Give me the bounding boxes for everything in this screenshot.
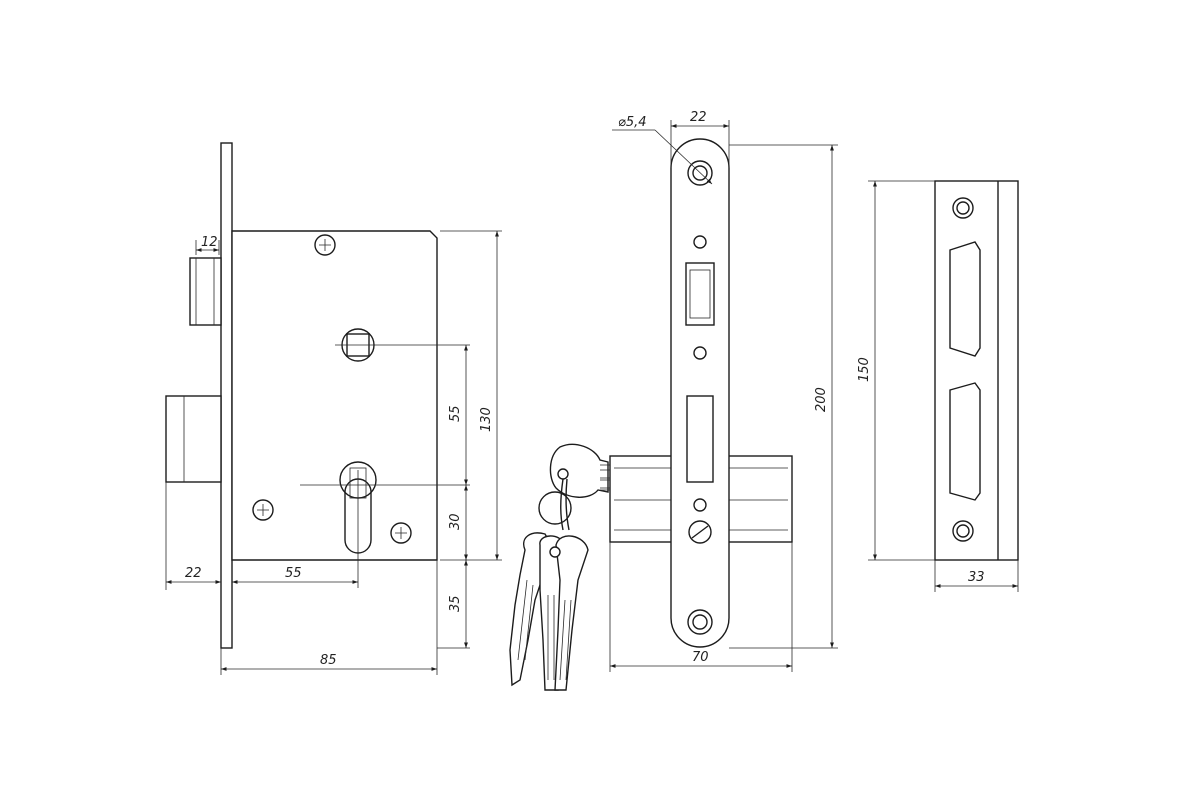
hole-upper: [693, 235, 707, 249]
faceplate-edge: [220, 142, 233, 649]
dim-22-left: 22: [185, 566, 202, 581]
dim-35: 35: [448, 595, 463, 612]
screw-bottom-right: [390, 522, 412, 544]
dim-70: 70: [692, 650, 709, 665]
strike-plate: [934, 180, 1019, 561]
set-screw: [688, 520, 712, 544]
key-right: [554, 535, 589, 691]
strike-opening-lower: [949, 382, 981, 501]
latch-opening: [685, 262, 715, 326]
mounting-hole-bottom: [687, 609, 713, 635]
dim-22-top: 22: [690, 110, 707, 125]
dim-30: 30: [448, 513, 463, 530]
strike-plate-view: 150 33: [857, 180, 1019, 592]
dim-200: 200: [814, 387, 829, 412]
strike-hole-top: [952, 197, 974, 219]
dead-bolt: [165, 395, 222, 483]
faceplate: [670, 138, 730, 648]
strike-opening-upper: [949, 241, 981, 357]
screw-bottom-left: [252, 499, 274, 521]
bolt-opening: [686, 395, 714, 483]
lock-body-side-view: 12 22 55 85 55 30 35 130: [165, 142, 502, 675]
dim-150: 150: [857, 357, 872, 382]
strike-hole-bottom: [952, 520, 974, 542]
mounting-hole-top: [687, 160, 713, 186]
hole-lower: [693, 498, 707, 512]
dim-diameter: ⌀5,4: [618, 115, 647, 130]
dim-85: 85: [320, 653, 337, 668]
dim-130: 130: [479, 407, 494, 432]
screw-top: [314, 234, 336, 256]
latch-bolt: [189, 257, 222, 326]
lock-case: [231, 230, 438, 561]
hole-middle: [693, 346, 707, 360]
key-set: [509, 443, 612, 691]
dim-55-horizontal: 55: [285, 566, 302, 581]
dim-33: 33: [968, 570, 985, 585]
dim-55-vertical: 55: [448, 405, 463, 422]
dim-12: 12: [201, 235, 218, 250]
faceplate-front-view: ⌀5,4 22 200 70: [600, 110, 838, 672]
key-on-cylinder: [549, 443, 612, 498]
